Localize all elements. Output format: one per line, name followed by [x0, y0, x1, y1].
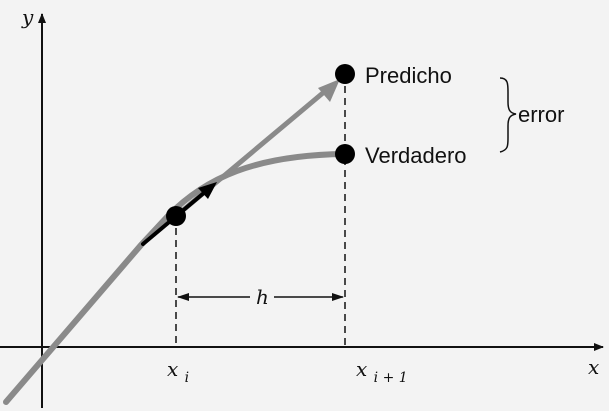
xi-base: x — [167, 357, 178, 381]
xi-subscript: i — [185, 370, 189, 386]
xi1-base: x — [356, 357, 367, 381]
xi1-subscript: i + 1 — [374, 370, 408, 386]
xi-tick-label: x i — [167, 357, 189, 386]
true-point — [335, 144, 355, 164]
x-axis-label: x — [588, 355, 599, 379]
error-label: error — [518, 102, 564, 127]
predicted-line-arrowhead — [318, 79, 340, 102]
start-point — [166, 206, 186, 226]
predicted-label: Predicho — [365, 63, 452, 88]
xi1-tick-label: x i + 1 — [356, 357, 408, 386]
y-axis-label: y — [21, 5, 34, 29]
step-size-label: h — [256, 285, 269, 309]
tangent-arrowhead — [198, 182, 217, 199]
predicted-point — [335, 64, 355, 84]
error-brace — [499, 77, 517, 153]
true-label: Verdadero — [365, 143, 467, 168]
